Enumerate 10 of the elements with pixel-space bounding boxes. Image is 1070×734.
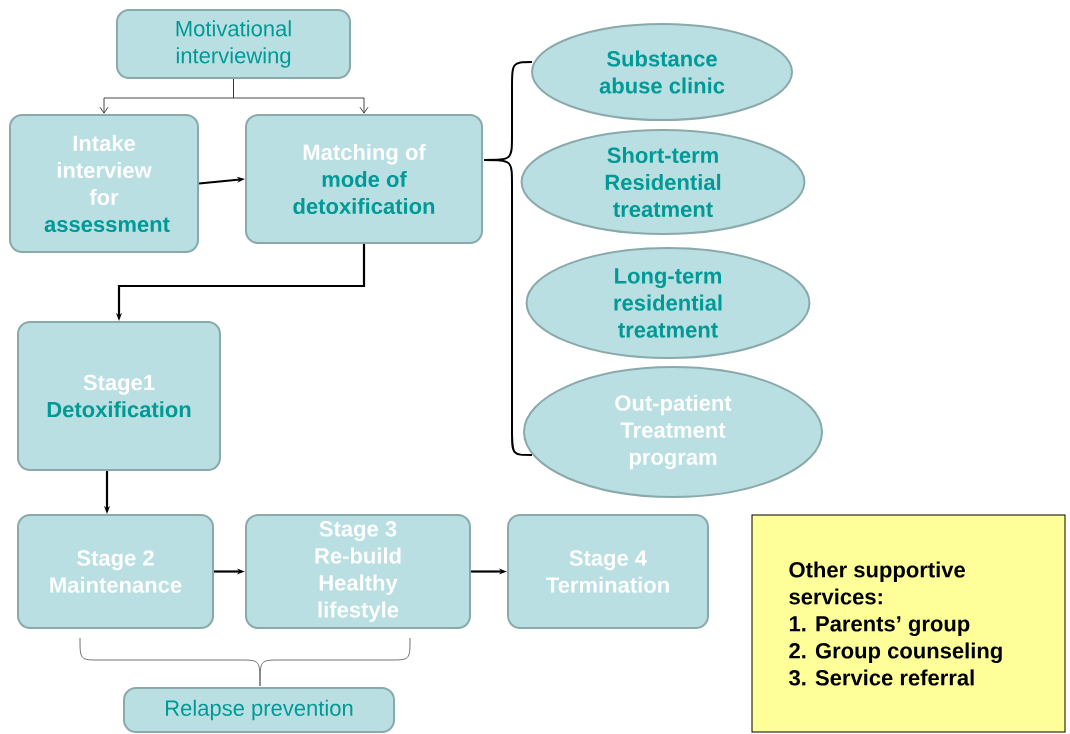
stage-box: Stage1 Detoxification <box>17 321 221 471</box>
stage-box: Stage 4 Termination <box>507 514 709 629</box>
process-box: Motivational interviewing <box>116 9 351 79</box>
process-box: Matching of mode of detoxification <box>245 114 483 244</box>
arrow <box>233 78 369 114</box>
stage-box: Stage 3 Re-build Healthy lifestyle <box>245 514 471 629</box>
note-box: Other supportive services: 1. Parents’ group 2. Group counseling 3. Service referral <box>751 514 1066 733</box>
stage-box: Stage 2 Maintenance <box>17 514 214 629</box>
process-box: Relapse prevention <box>123 687 395 733</box>
process-box: Intake interview for assessment <box>9 114 199 253</box>
